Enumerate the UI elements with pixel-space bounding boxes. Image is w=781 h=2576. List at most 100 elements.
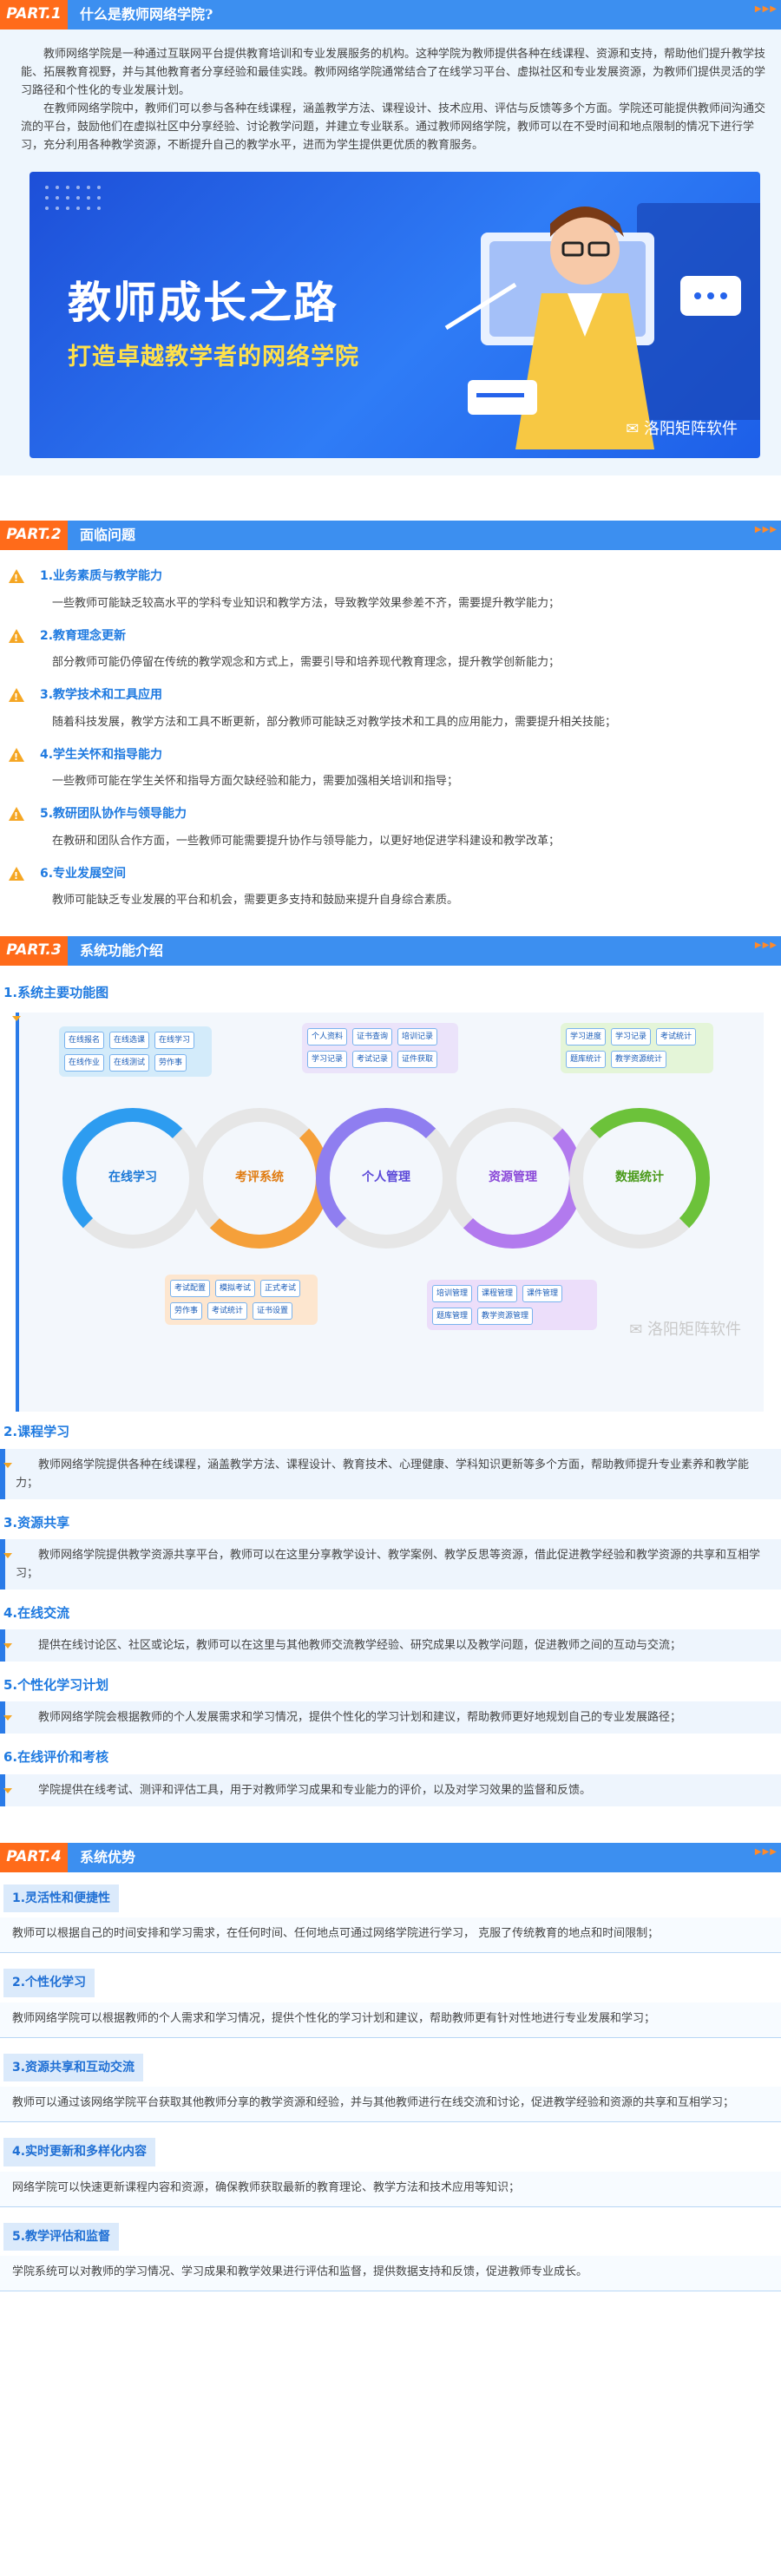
chip: 课程管理	[477, 1285, 518, 1303]
part1-paragraph-1: 教师网络学院是一种通过互联网平台提供教育培训和专业发展服务的机构。这种学院为教师…	[21, 48, 766, 97]
ring-label: 数据统计	[615, 1170, 664, 1185]
banner-image: 教师成长之路 打造卓越教学者的网络学院 ✉ 洛阳矩阵软件	[30, 172, 760, 458]
chip: 正式考试	[260, 1280, 301, 1298]
issue-item: 2.教育理念更新部分教师可能仍停留在传统的教学观念和方式上，需要引导和培养现代教…	[9, 626, 765, 673]
chip: 模拟考试	[215, 1280, 256, 1298]
banner-brand: ✉ 洛阳矩阵软件	[626, 416, 738, 443]
part3-header: PART.3 系统功能介绍 ▶▶▶	[0, 936, 781, 966]
chip: 考试配置	[170, 1280, 211, 1298]
advantage-heading: 1.灵活性和便捷性	[3, 1884, 120, 1912]
warning-icon	[9, 688, 24, 706]
chip: 课件管理	[522, 1285, 563, 1303]
ring-label: 考评系统	[235, 1170, 284, 1185]
issue-title: 6.专业发展空间	[40, 866, 127, 881]
part1-deco: ▶▶▶	[754, 4, 778, 14]
advantage-heading: 5.教学评估和监督	[3, 2222, 120, 2251]
exam-box: 考试配置模拟考试正式考试劳作事考试统计证书设置	[165, 1275, 318, 1326]
feature-desc: 教师网络学院提供各种在线课程，涵盖教学方法、课程设计、教育技术、心理健康、学科知…	[16, 1458, 750, 1490]
part3-tag: PART.3	[0, 936, 68, 966]
arrow-down-icon	[3, 1715, 12, 1721]
chip: 考试记录	[352, 1051, 393, 1069]
issue-desc: 随着科技发展，教学方法和工具不断更新，部分教师可能缺乏对教学技术和工具的应用能力…	[52, 715, 617, 729]
advantage-desc: 教师可以根据自己的时间安排和学习需求，在任何时间、任何地点可通过网络学院进行学习…	[0, 1917, 781, 1953]
chip: 考试统计	[207, 1302, 248, 1321]
warning-icon	[9, 628, 24, 646]
chip: 学习进度	[566, 1028, 607, 1046]
banner-brand-text: 洛阳矩阵软件	[644, 419, 738, 438]
feature-desc-band: 学院提供在线考试、测评和评估工具，用于对教师学习成果和专业能力的评价，以及对学习…	[0, 1773, 781, 1806]
warning-icon	[9, 569, 24, 587]
chip: 培训记录	[397, 1028, 438, 1046]
feature-desc-band: 教师网络学院会根据教师的个人发展需求和学习情况，提供个性化的学习计划和建议，帮助…	[0, 1701, 781, 1734]
chip: 教学资源统计	[611, 1051, 667, 1069]
diagram-watermark-text: 洛阳矩阵软件	[647, 1321, 741, 1340]
banner-subtitle: 打造卓越教学者的网络学院	[68, 344, 359, 370]
issue-title: 1.业务素质与教学能力	[40, 569, 163, 583]
part2-header: PART.2 面临问题 ▶▶▶	[0, 521, 781, 550]
function-diagram: 在线报名在线选课在线学习在线作业在线测试劳作事 个人资料证书查询培训记录学习记录…	[12, 1013, 764, 1413]
chip: 证书查询	[352, 1028, 393, 1046]
advantage-desc: 学院系统可以对教师的学习情况、学习成果和教学效果进行评估和监督，提供数据支持和反…	[0, 2256, 781, 2291]
chip: 在线学习	[154, 1032, 195, 1050]
part2-title: 面临问题	[80, 527, 136, 543]
diagram-watermark: ✉ 洛阳矩阵软件	[629, 1316, 741, 1344]
part3-deco: ▶▶▶	[754, 941, 778, 950]
feature-heading: 2.课程学习	[3, 1424, 70, 1440]
feature-heading: 3.资源共享	[3, 1514, 70, 1531]
chip: 劳作事	[154, 1054, 187, 1072]
wechat-icon: ✉	[626, 419, 644, 438]
issue-desc: 部分教师可能仍停留在传统的教学观念和方式上，需要引导和培养现代教育理念，提升教学…	[52, 656, 561, 669]
issue-item: 4.学生关怀和指导能力一些教师可能在学生关怀和指导方面欠缺经验和能力，需要加强相…	[9, 744, 765, 792]
chip: 劳作事	[170, 1302, 203, 1321]
chip: 题库统计	[566, 1051, 607, 1069]
advantage-desc: 教师网络学院可以根据教师的个人需求和学习情况，提供个性化的学习计划和建议，帮助教…	[0, 2002, 781, 2038]
issue-item: 1.业务素质与教学能力一些教师可能缺乏较高水平的学科专业知识和教学方法，导致教学…	[9, 566, 765, 613]
part1-body: 教师网络学院是一种通过互联网平台提供教育培训和专业发展服务的机构。这种学院为教师…	[0, 29, 781, 475]
wechat-icon: ✉	[629, 1321, 647, 1340]
feature-desc-band: 教师网络学院提供各种在线课程，涵盖教学方法、课程设计、教育技术、心理健康、学科知…	[0, 1448, 781, 1499]
banner-illustration	[45, 186, 760, 449]
banner-title: 教师成长之路	[68, 278, 338, 328]
chip: 在线选课	[109, 1032, 150, 1050]
feature-heading: 4.在线交流	[3, 1604, 70, 1621]
part4-tag: PART.4	[0, 1842, 68, 1872]
feature-desc-band: 教师网络学院提供教学资源共享平台，教师可以在这里分享教学设计、教学案例、教学反思…	[0, 1538, 781, 1590]
part1-paragraph-2: 在教师网络学院中，教师们可以参与各种在线课程，涵盖教学方法、课程设计、技术应用、…	[21, 102, 766, 152]
issue-desc: 一些教师可能在学生关怀和指导方面欠缺经验和能力，需要加强相关培训和指导；	[52, 775, 459, 788]
advantage-desc: 教师可以通过该网络学院平台获取其他教师分享的教学资源和经验，并与其他教师进行在线…	[0, 2087, 781, 2122]
part2-tag: PART.2	[0, 521, 68, 550]
issue-desc: 一些教师可能缺乏较高水平的学科专业知识和教学方法，导致教学效果参差不齐，需要提升…	[52, 596, 561, 610]
stats-box: 学习进度学习记录考试统计题库统计教学资源统计	[561, 1023, 713, 1074]
feature-desc: 教师网络学院会根据教师的个人发展需求和学习情况，提供个性化的学习计划和建议，帮助…	[38, 1711, 682, 1725]
arrow-down-icon	[3, 1643, 12, 1649]
ring-label: 个人管理	[362, 1170, 410, 1185]
online-learning-box: 在线报名在线选课在线学习在线作业在线测试劳作事	[59, 1026, 212, 1078]
feature-desc: 教师网络学院提供教学资源共享平台，教师可以在这里分享教学设计、教学案例、教学反思…	[16, 1548, 761, 1580]
issue-desc: 教师可能缺乏专业发展的平台和机会，需要更多支持和鼓励来提升自身综合素质。	[52, 894, 459, 907]
part2-body: 1.业务素质与教学能力一些教师可能缺乏较高水平的学科专业知识和教学方法，导致教学…	[0, 550, 781, 936]
chip: 题库管理	[432, 1308, 473, 1326]
chip: 教学资源管理	[477, 1308, 534, 1326]
chip: 在线报名	[64, 1032, 105, 1050]
advantage-heading: 2.个性化学习	[3, 1969, 95, 1997]
arrow-down-icon	[12, 1016, 21, 1022]
ring-label: 资源管理	[489, 1170, 537, 1185]
issue-title: 5.教研团队协作与领导能力	[40, 807, 187, 821]
issue-item: 5.教研团队协作与领导能力在教研和团队合作方面，一些教师可能需要提升协作与领导能…	[9, 803, 765, 851]
part4-deco: ▶▶▶	[754, 1846, 778, 1857]
advantage-heading: 3.资源共享和互动交流	[3, 2053, 144, 2081]
chip: 学习记录	[307, 1051, 348, 1069]
issue-title: 3.教学技术和工具应用	[40, 688, 163, 702]
resource-box: 培训管理课程管理课件管理题库管理教学资源管理	[427, 1280, 597, 1331]
arrow-down-icon	[3, 1787, 12, 1793]
feature-heading: 6.在线评价和考核	[3, 1749, 109, 1766]
feature-desc-band: 提供在线讨论区、社区或论坛，教师可以在这里与其他教师交流教学经验、研究成果以及教…	[0, 1629, 781, 1662]
part2-deco: ▶▶▶	[754, 525, 778, 534]
arrow-down-icon	[3, 1462, 12, 1468]
part4-title: 系统优势	[80, 1848, 136, 1865]
chip: 在线作业	[64, 1054, 105, 1072]
chip: 证件获取	[397, 1051, 438, 1069]
arrow-down-icon	[3, 1552, 12, 1558]
section-gap	[0, 1819, 781, 1843]
diagram-heading: 1.系统主要功能图	[3, 985, 109, 1000]
